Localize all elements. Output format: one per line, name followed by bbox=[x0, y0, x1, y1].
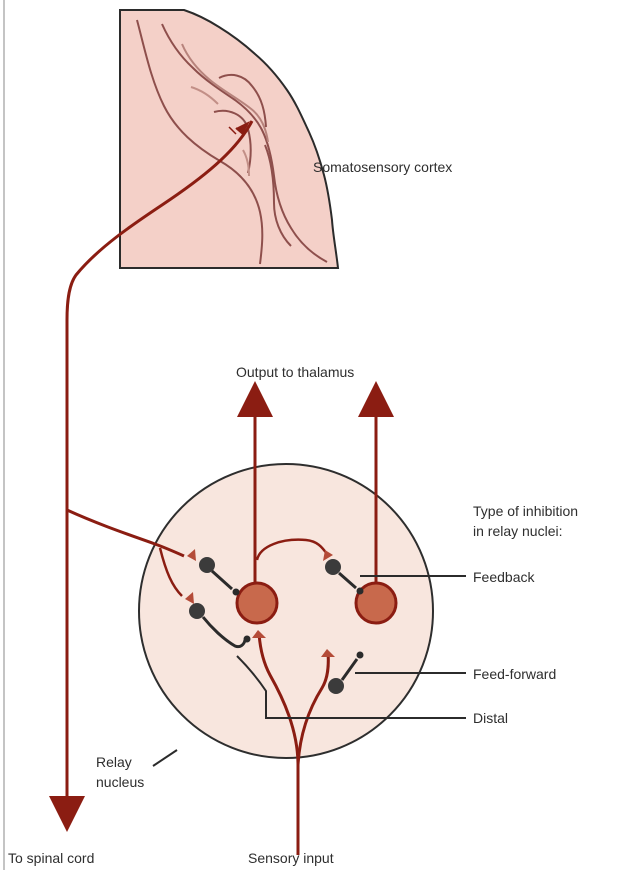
output-label: Output to thalamus bbox=[236, 364, 354, 380]
spinal-label: To spinal cord bbox=[8, 850, 94, 866]
inhibition-title-line-1: Type of inhibition bbox=[473, 503, 578, 519]
inhibition-title-line-2: in relay nuclei: bbox=[473, 523, 563, 539]
relay-label-line-1: Relay bbox=[96, 754, 132, 770]
cortex-label: Somatosensory cortex bbox=[313, 159, 452, 175]
distal-label: Distal bbox=[473, 710, 508, 726]
feed-forward-label: Feed-forward bbox=[473, 666, 556, 682]
relay-label-line-2: nucleus bbox=[96, 774, 144, 790]
somatosensory-cortex bbox=[120, 10, 338, 268]
feedback-label: Feedback bbox=[473, 569, 535, 585]
sensory-label: Sensory input bbox=[248, 850, 334, 866]
